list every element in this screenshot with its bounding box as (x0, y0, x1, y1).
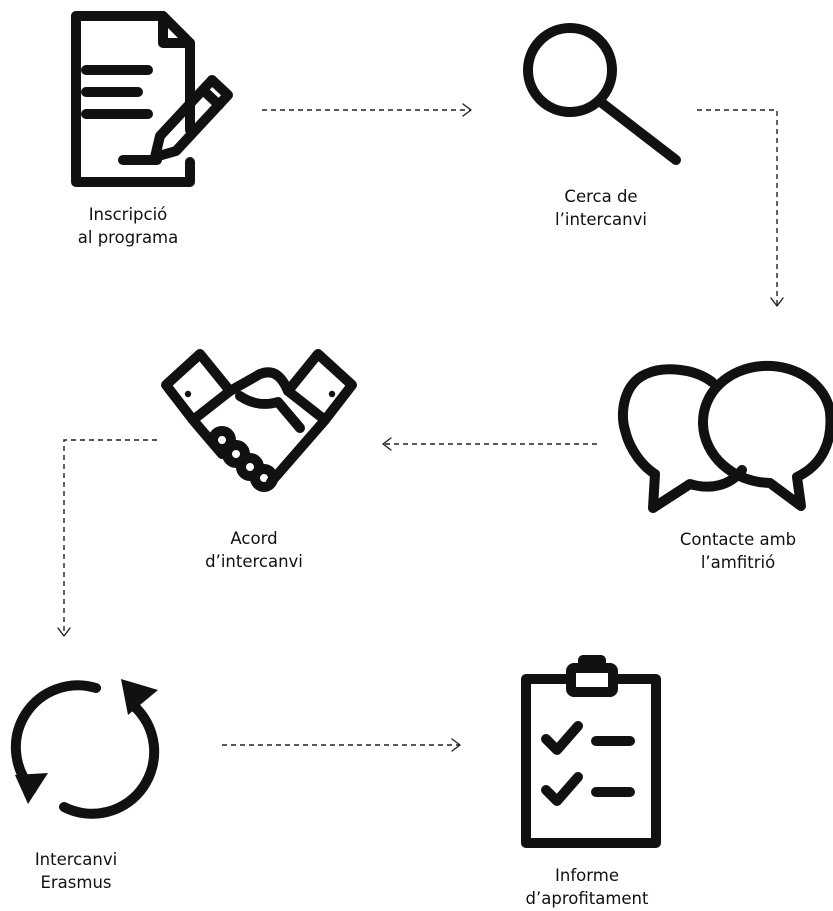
step-label-line: Cerca de (564, 187, 638, 206)
handshake-icon (161, 349, 357, 492)
step-label-inscripcio: Inscripció al programa (78, 203, 178, 249)
step-label-cerca: Cerca de l’intercanvi (555, 185, 647, 231)
step-label-line: l’amfitrió (700, 553, 776, 572)
step-label-intercanvi: Intercanvi Erasmus (35, 848, 117, 894)
step-label-line: Informe (555, 866, 619, 885)
speech-bubbles-icon (617, 360, 833, 513)
step-label-acord: Acord d’intercanvi (205, 527, 303, 573)
step-label-line: al programa (77, 228, 179, 247)
document-pencil-icon (71, 11, 233, 187)
step-label-informe: Informe d’aprofitament (526, 864, 649, 910)
connector-3-to-4 (382, 437, 597, 451)
step-label-line: Contacte amb (679, 530, 797, 549)
step-label-line: d’intercanvi (205, 552, 303, 571)
cycle-arrows-icon (10, 679, 160, 819)
magnifier-icon (523, 23, 681, 165)
connector-2-to-3 (697, 109, 784, 307)
connector-4-to-5 (57, 439, 157, 637)
connector-1-to-2 (262, 103, 472, 117)
step-label-line: Acord (230, 529, 278, 548)
connector-5-to-6 (222, 738, 461, 752)
step-label-line: l’intercanvi (555, 210, 647, 229)
step-label-contacte: Contacte amb l’amfitrió (680, 528, 796, 574)
clipboard-checklist-icon (521, 655, 661, 848)
step-label-line: Erasmus (40, 873, 112, 892)
step-label-line: Inscripció (88, 205, 168, 224)
step-label-line: d’aprofitament (525, 889, 649, 908)
step-label-line: Intercanvi (34, 850, 118, 869)
